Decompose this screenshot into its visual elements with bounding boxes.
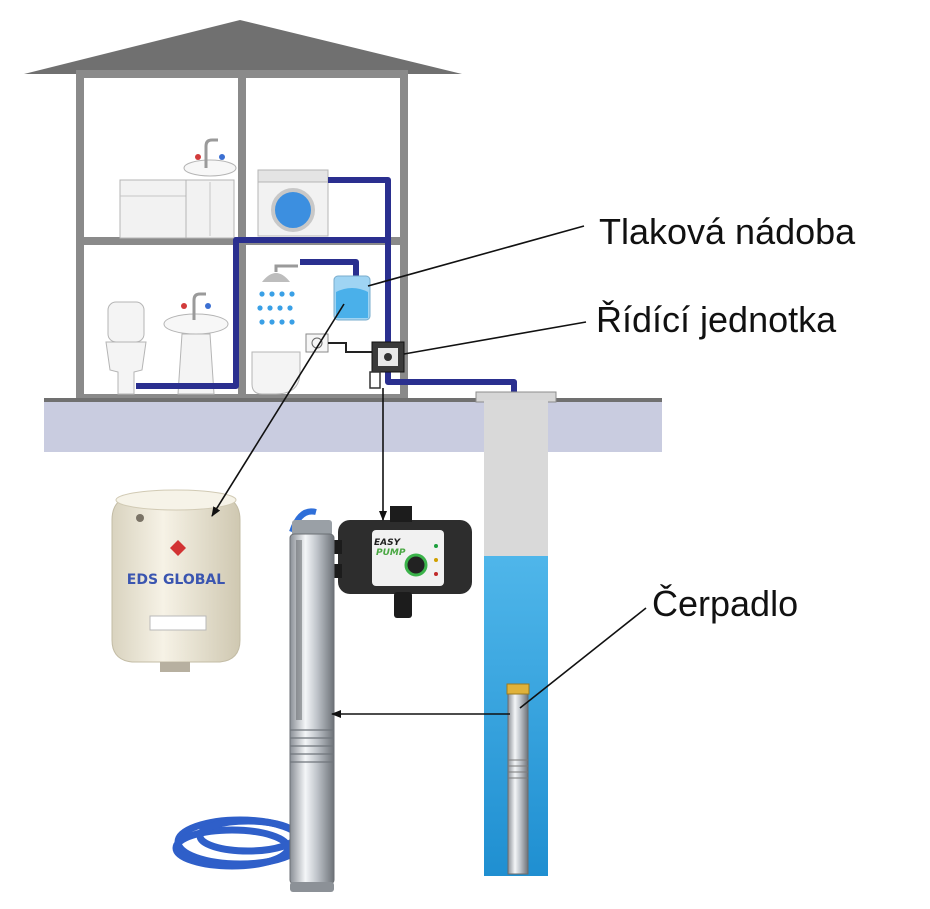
- cabinet: [119, 179, 189, 239]
- controller-brand-top: EASY: [374, 538, 402, 548]
- washing-machine: [257, 169, 329, 237]
- pump-pointer: [519, 607, 647, 709]
- main-pipe: [136, 237, 391, 389]
- tank-sticker: [149, 615, 207, 631]
- ground: [44, 398, 662, 452]
- pressure-vessel-pointer: [367, 225, 585, 287]
- roof: [24, 20, 462, 74]
- label-pressure-vessel: Tlaková nádoba: [599, 211, 856, 252]
- arrow-icon: [211, 303, 345, 517]
- lower-sink: [163, 313, 229, 335]
- label-control-unit: Řídící jednotka: [596, 299, 837, 340]
- cable-coil: [172, 816, 306, 870]
- washer-drum: [271, 188, 315, 232]
- leader-lines: [211, 225, 647, 718]
- controller-dial: [404, 553, 428, 577]
- upper-bathroom: [119, 138, 237, 239]
- controller-product: EASY PUMP: [330, 506, 472, 618]
- lower-right-room: [251, 264, 329, 395]
- wc-unit: [251, 351, 301, 395]
- power-wire: [328, 342, 372, 353]
- tank-logo: [170, 540, 186, 556]
- pressure-tank-product: EDS GLOBAL: [111, 489, 241, 672]
- lower-bathroom: [105, 292, 229, 395]
- well: [475, 391, 557, 876]
- faucet-icon: [192, 292, 206, 320]
- tank-brand: EDS GLOBAL: [127, 572, 225, 588]
- control-unit-pointer: [403, 321, 587, 355]
- shower-icon: [274, 264, 298, 272]
- house-control-unit: [369, 341, 405, 389]
- faucet-icon: [204, 138, 218, 168]
- house: [24, 20, 462, 402]
- sink-basin: [183, 159, 237, 177]
- well-pump: [507, 687, 529, 875]
- controller-brand-bottom: PUMP: [376, 548, 406, 558]
- shower-water: [257, 291, 295, 325]
- toilet-bowl: [105, 341, 147, 395]
- label-pump: Čerpadlo: [652, 583, 798, 624]
- toilet-tank: [107, 301, 145, 343]
- power-socket-icon: [305, 333, 329, 353]
- submersible-pump-product: [172, 508, 335, 892]
